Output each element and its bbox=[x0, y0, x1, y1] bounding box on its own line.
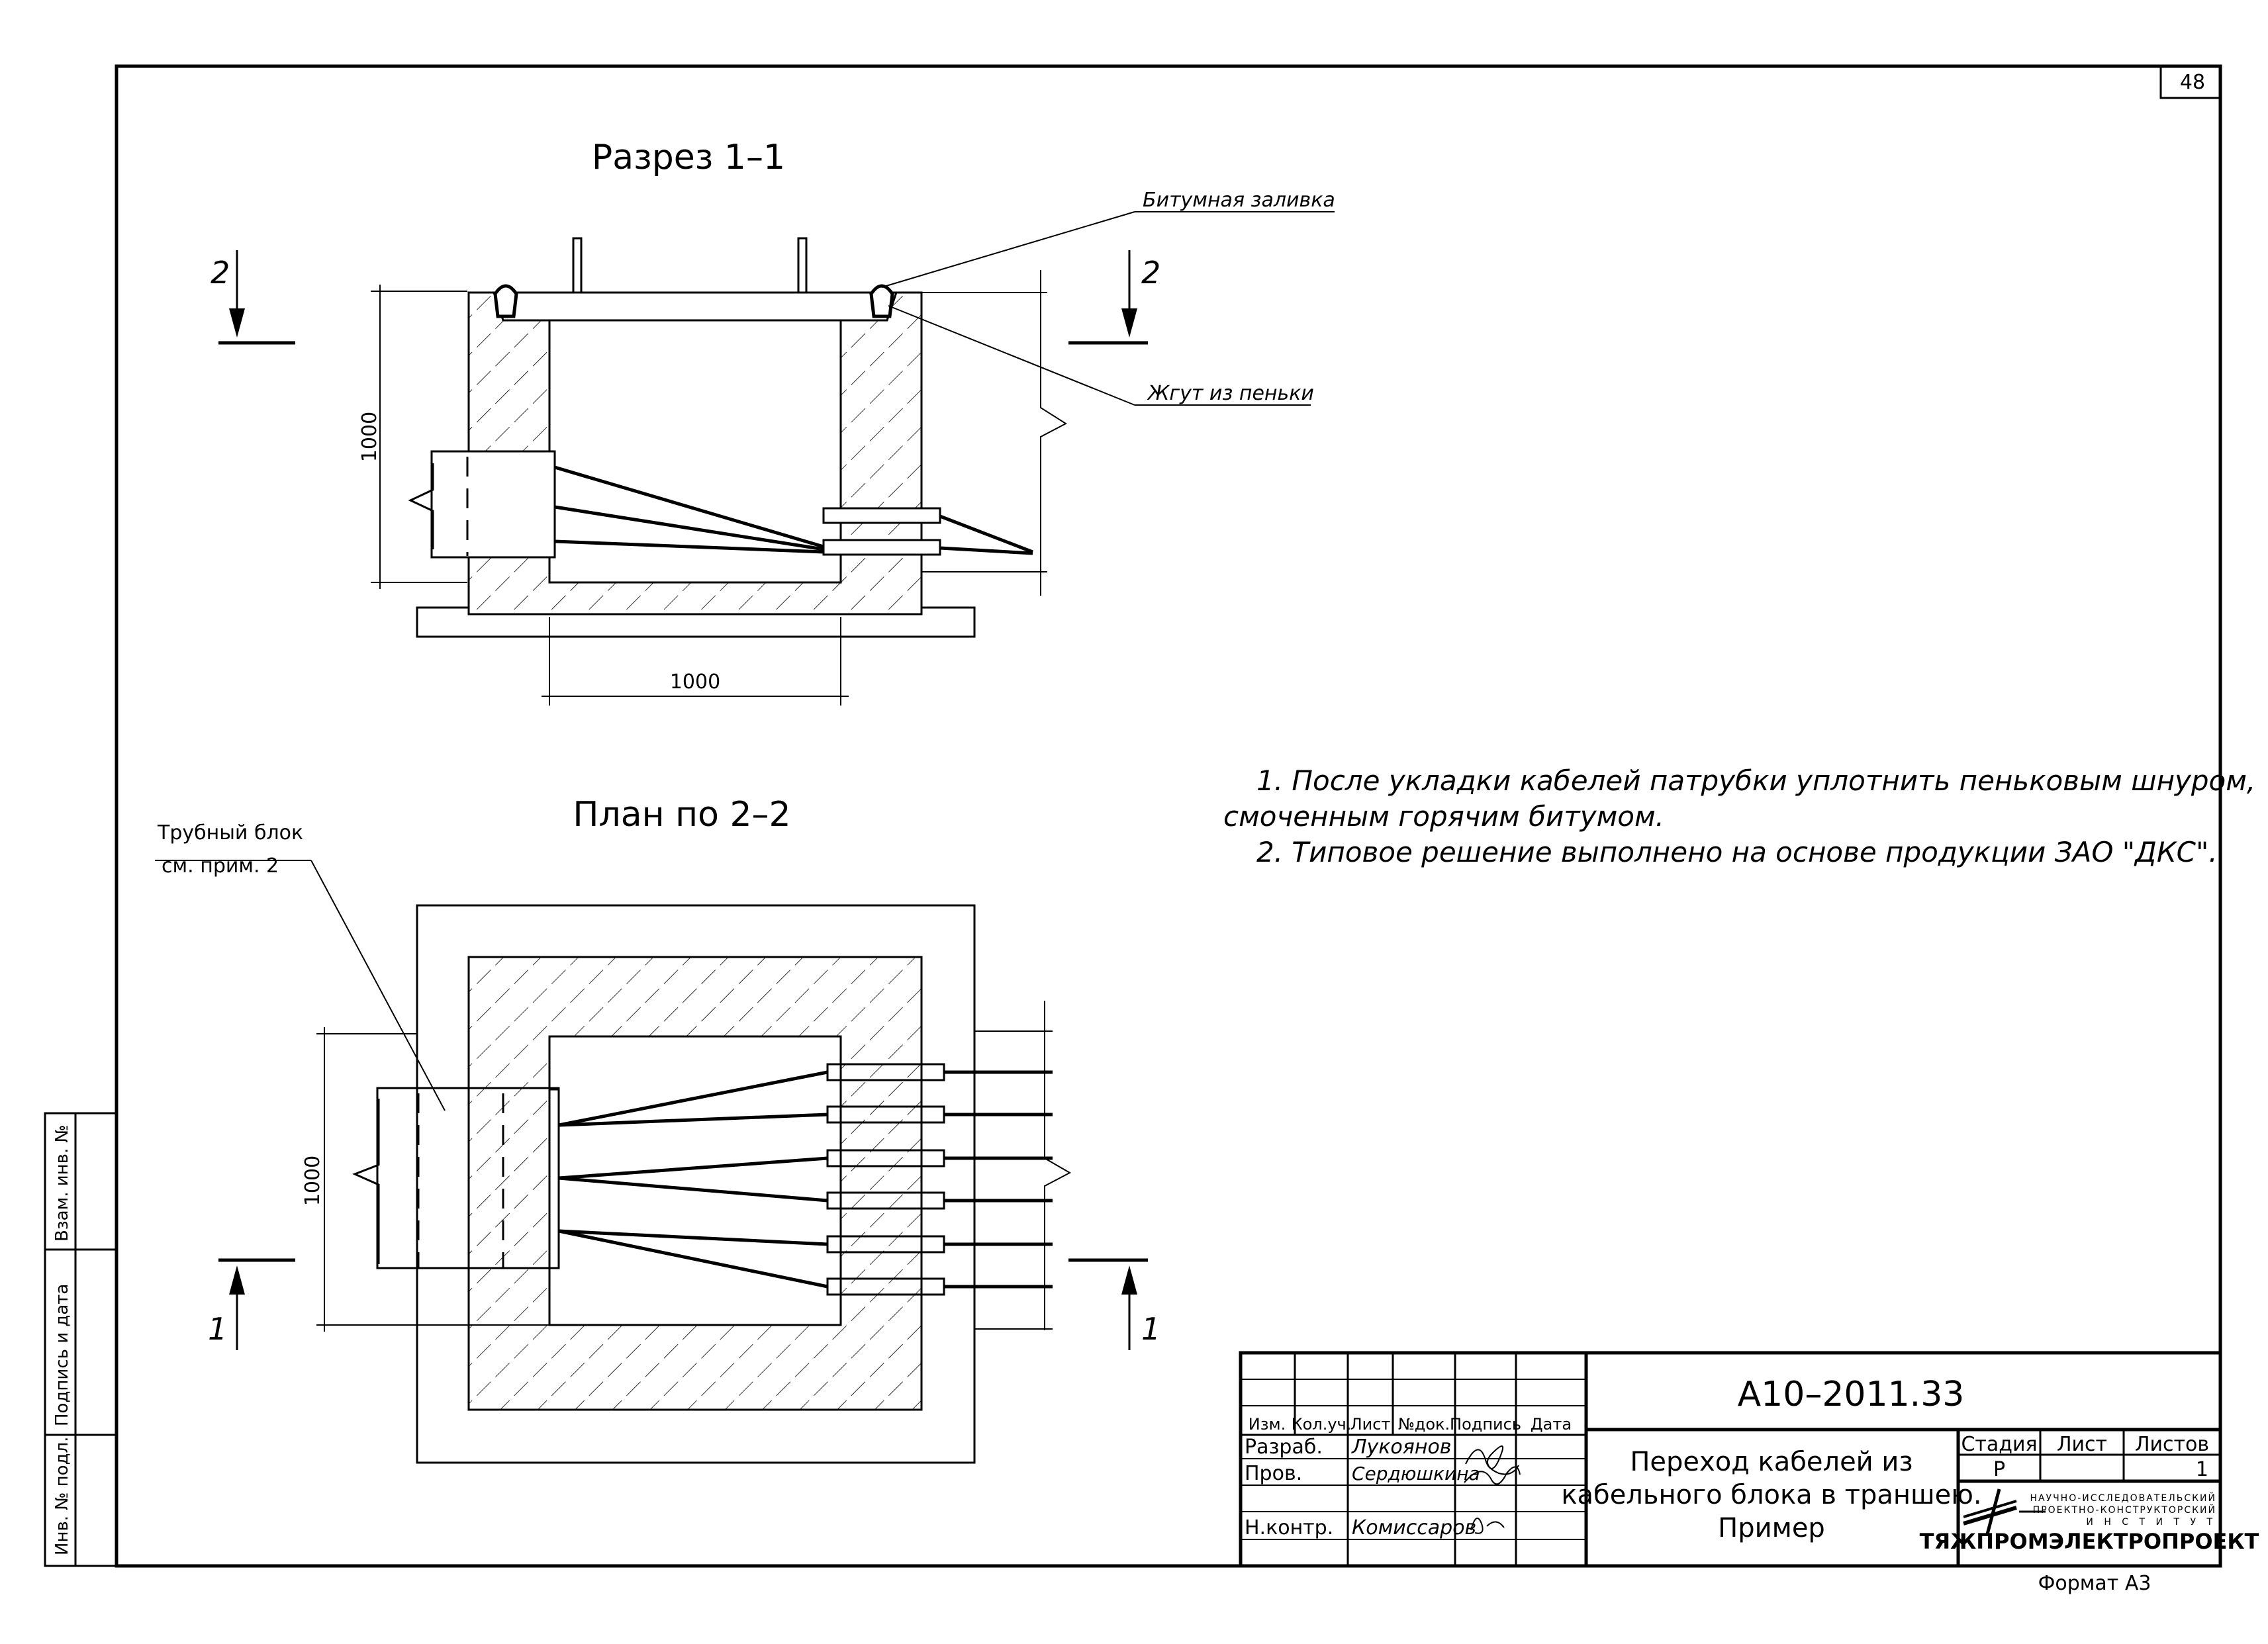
tb-role-2: Пров. bbox=[1245, 1462, 1302, 1485]
org-name: ТЯЖПРОМЭЛЕКТРОПРОЕКТ bbox=[1920, 1529, 2259, 1554]
note-1-cont: смоченным горячим битумом. bbox=[1223, 800, 1664, 833]
tb-stage-value: Р bbox=[1993, 1458, 2005, 1481]
pipe-block-section bbox=[430, 450, 556, 559]
tb-doc-code: А10–2011.33 bbox=[1738, 1375, 1965, 1414]
tb-name-1: Лукоянов bbox=[1351, 1436, 1451, 1459]
org-small-1: НАУЧНО-ИССЛЕДОВАТЕЛЬСКИЙ bbox=[2030, 1492, 2216, 1504]
tb-sheet-label: Лист bbox=[2057, 1433, 2107, 1456]
bitumen-seal-right bbox=[869, 284, 894, 318]
section-1-1-title: Разрез 1–1 bbox=[592, 138, 785, 177]
tb-sheets-value: 1 bbox=[2196, 1458, 2208, 1481]
tb-title-line2: кабельного блока в траншею. bbox=[1561, 1480, 1981, 1510]
note-2: 2. Типовое решение выполнено на основе п… bbox=[1256, 836, 2218, 868]
signature-2 bbox=[1464, 1466, 1521, 1485]
well-lid bbox=[492, 291, 898, 322]
sleeve-lower bbox=[822, 539, 941, 556]
tb-header-list: Лист bbox=[1350, 1415, 1391, 1434]
section-mark-2-left: 2 bbox=[211, 255, 230, 291]
signature-1 bbox=[1465, 1445, 1519, 1475]
title-block: Изм. Кол.уч. Лист №док. Подпись Дата Раз… bbox=[1239, 1351, 2259, 1595]
tb-header-izm: Изм. bbox=[1249, 1415, 1286, 1434]
tb-title-line3: Пример bbox=[1718, 1513, 1825, 1543]
org-small-2: ПРОЕКТНО-КОНСТРУКТОРСКИЙ bbox=[2033, 1504, 2216, 1516]
plan-2-2-title: План по 2–2 bbox=[573, 795, 790, 835]
tb-header-podpis: Подпись bbox=[1450, 1415, 1521, 1434]
section-dim-width: 1000 bbox=[670, 670, 720, 694]
section-mark-1-left: 1 bbox=[208, 1311, 227, 1347]
plan-2-2: План по 2–2 bbox=[155, 795, 1160, 1464]
section-mark-1-right: 1 bbox=[1141, 1311, 1160, 1347]
tb-role-1: Разраб. bbox=[1245, 1436, 1323, 1459]
tb-header-data: Дата bbox=[1531, 1415, 1572, 1434]
side-stamp: Инв. № подл. Подпись и дата Взам. инв. № bbox=[44, 1112, 118, 1567]
tb-stage-label: Стадия bbox=[1961, 1433, 2037, 1456]
stamp-vzam-inv: Взам. инв. № bbox=[52, 1124, 72, 1242]
signature-3 bbox=[1470, 1518, 1505, 1534]
sheet-number: 48 bbox=[2180, 71, 2205, 94]
stamp-sign-date: Подпись и дата bbox=[52, 1284, 72, 1426]
label-pipe-block-1: Трубный блок bbox=[157, 821, 303, 845]
plan-dim-height: 1000 bbox=[301, 1156, 324, 1206]
tb-role-3: Н.контр. bbox=[1245, 1516, 1333, 1539]
stamp-inv-orig: Инв. № подл. bbox=[52, 1437, 72, 1555]
label-rope: Жгут из пеньки bbox=[1147, 382, 1314, 405]
sleeve-upper bbox=[822, 507, 941, 524]
tb-name-3: Комиссаров bbox=[1352, 1516, 1476, 1539]
tb-sheets-label: Листов bbox=[2135, 1433, 2209, 1456]
section-1-1: Разрез 1–1 1000 bbox=[211, 138, 1335, 706]
label-bitumen: Битумная заливка bbox=[1143, 189, 1335, 212]
tb-header-ndok: №док. bbox=[1398, 1415, 1450, 1434]
tb-format: Формат А3 bbox=[2038, 1572, 2151, 1595]
org-logo-icon bbox=[1963, 1488, 2046, 1535]
plan-well-walls bbox=[467, 956, 923, 1411]
bitumen-seal-left bbox=[493, 284, 518, 318]
notes: 1. После укладки кабелей патрубки уплотн… bbox=[1223, 764, 2255, 868]
note-1: 1. После укладки кабелей патрубки уплотн… bbox=[1256, 764, 2255, 797]
tb-title-line1: Переход кабелей из bbox=[1630, 1447, 1913, 1477]
org-small-3: И Н С Т И Т У Т bbox=[2086, 1517, 2216, 1528]
sheet-frame: 48 bbox=[115, 64, 2222, 1568]
tb-name-2: Сердюшкина bbox=[1352, 1463, 1480, 1484]
section-mark-2-right: 2 bbox=[1141, 255, 1160, 291]
section-dim-height: 1000 bbox=[358, 412, 381, 462]
tb-header-kolvo: Кол.уч. bbox=[1292, 1415, 1352, 1434]
label-pipe-block-2: см. прим. 2 bbox=[162, 854, 279, 878]
